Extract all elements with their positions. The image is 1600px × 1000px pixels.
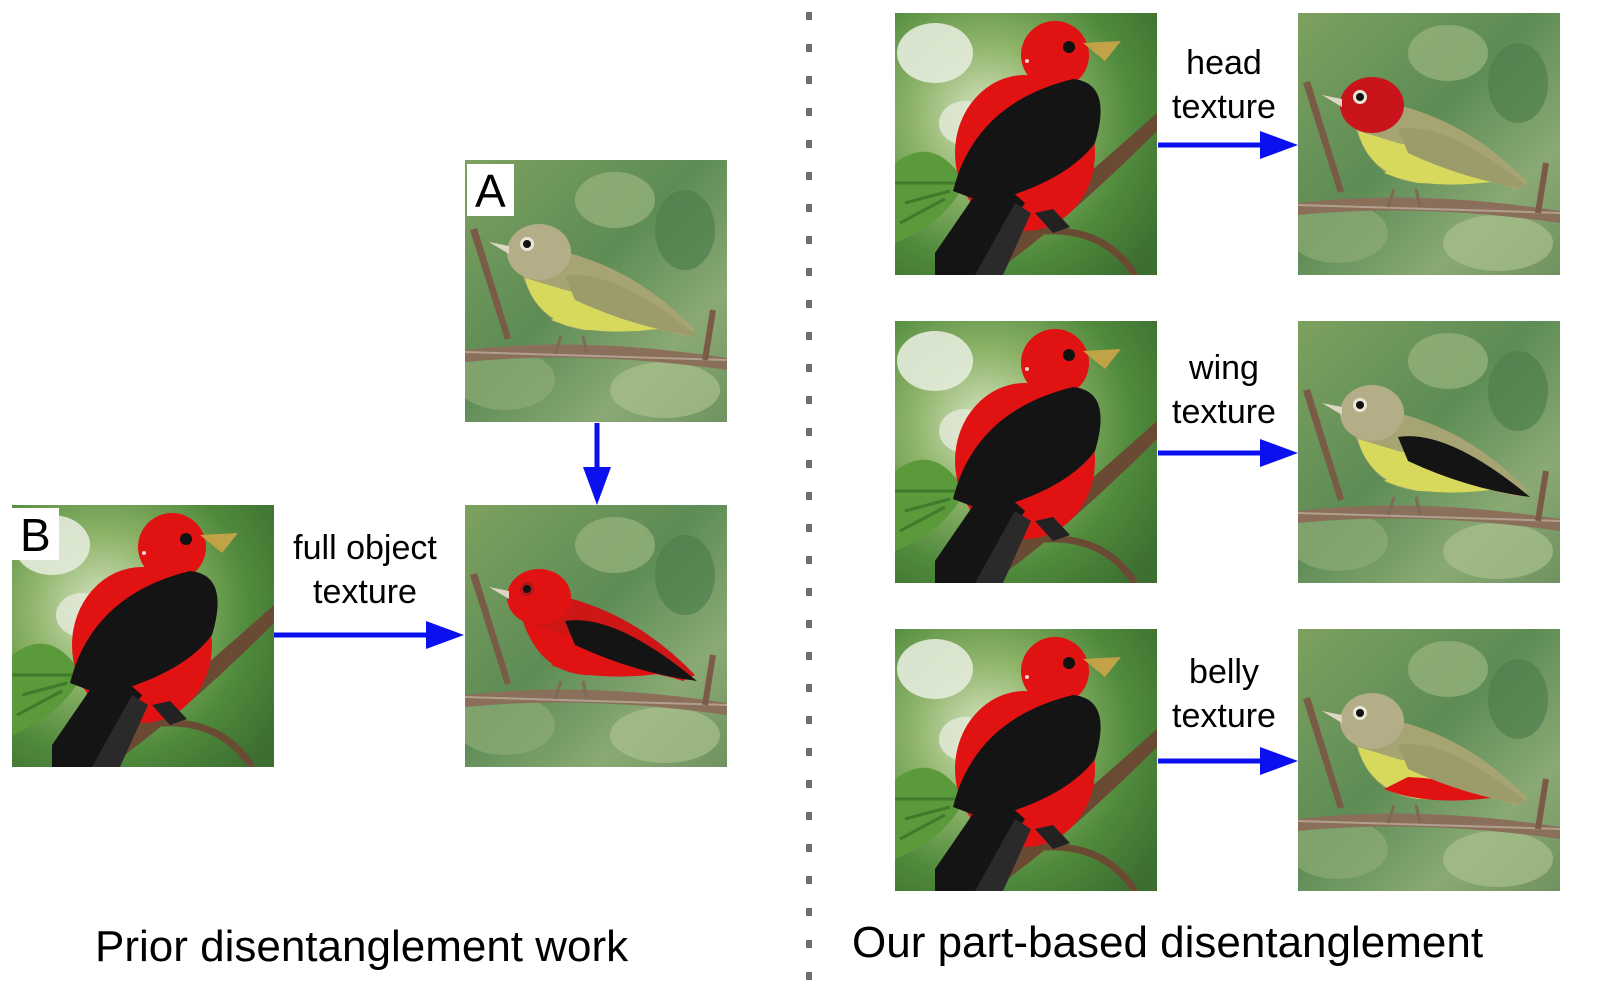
left-caption: Prior disentanglement work (95, 922, 629, 971)
arrow-label-line: texture (1172, 88, 1276, 126)
row-head-result-image (1298, 13, 1560, 275)
row-belly-source-image (895, 629, 1157, 891)
head-texture-label: head texture (1160, 41, 1288, 129)
arrow-b-to-result (274, 621, 464, 649)
right-caption: Our part-based disentanglement (852, 918, 1484, 967)
label-b: B (12, 508, 59, 560)
label-a: A (467, 164, 514, 216)
full-texture-result-image (465, 505, 727, 767)
wing-texture-label: wing texture (1160, 346, 1288, 434)
source-a-image (465, 160, 727, 422)
arrow-head (1158, 131, 1298, 159)
arrow-belly (1158, 747, 1298, 775)
arrow-label-line: texture (313, 573, 417, 611)
arrow-label-line: full object (293, 529, 437, 567)
row-wing-result-image (1298, 321, 1560, 583)
row-wing-source-image (895, 321, 1157, 583)
arrow-label-line: texture (1172, 393, 1276, 431)
arrow-label-line: belly (1189, 653, 1259, 691)
full-object-texture-label: full object texture (276, 526, 454, 614)
row-belly-result-image (1298, 629, 1560, 891)
arrow-label-line: wing (1189, 349, 1259, 387)
belly-texture-label: belly texture (1160, 650, 1288, 738)
arrow-wing (1158, 439, 1298, 467)
row-head-source-image (895, 13, 1157, 275)
arrow-a-to-result (583, 423, 611, 505)
panel-divider (806, 12, 812, 1000)
arrow-label-line: texture (1172, 697, 1276, 735)
arrow-label-line: head (1186, 44, 1262, 82)
